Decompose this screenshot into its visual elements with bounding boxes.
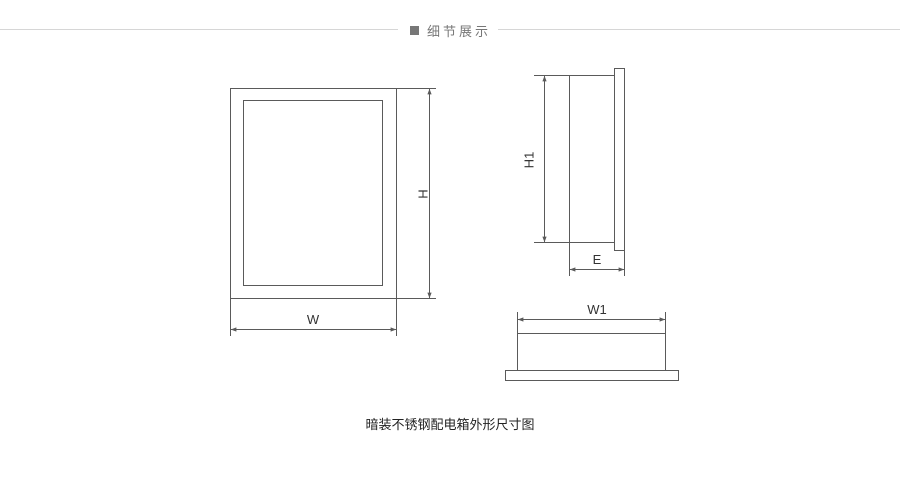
bottom-view [505, 312, 679, 381]
height-label: H [415, 189, 430, 198]
header-title: 细节展示 [427, 24, 492, 40]
front-view [230, 88, 436, 336]
square-icon [410, 25, 419, 35]
front-inner-panel [243, 100, 383, 286]
header-divider-right [498, 29, 900, 30]
depth-label: E [593, 252, 602, 267]
side-view [534, 68, 625, 276]
bottom-box-body [517, 333, 666, 371]
header-title-group: 细节展示 [410, 21, 492, 40]
width-label: W [307, 312, 320, 327]
bottom-front-flange [505, 370, 679, 381]
bottom-width-label: W1 [587, 302, 607, 317]
header-divider-left [0, 29, 398, 30]
side-height-label: H1 [521, 152, 536, 169]
diagram-caption: 暗装不锈钢配电箱外形尺寸图 [365, 418, 535, 433]
side-box-body [569, 75, 615, 243]
front-outer-frame [230, 88, 397, 299]
section-header: 细节展示 [0, 20, 900, 40]
side-front-flange [614, 68, 625, 251]
